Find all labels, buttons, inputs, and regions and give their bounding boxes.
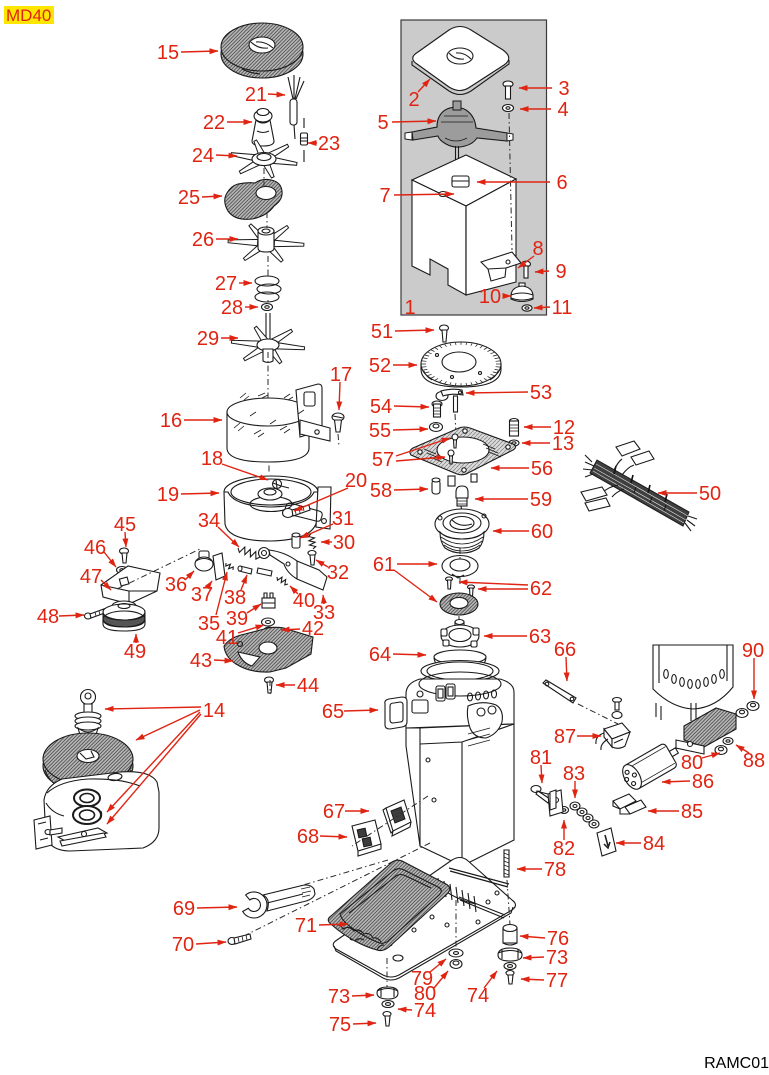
svg-text:19: 19 (157, 484, 179, 506)
svg-text:45: 45 (114, 514, 136, 536)
svg-text:MD40: MD40 (6, 6, 51, 25)
svg-text:46: 46 (84, 537, 106, 559)
svg-text:79: 79 (411, 968, 433, 990)
svg-text:57: 57 (372, 449, 394, 471)
svg-text:87: 87 (554, 726, 576, 748)
svg-text:84: 84 (643, 833, 665, 855)
svg-text:41: 41 (216, 627, 238, 649)
svg-text:14: 14 (203, 700, 225, 722)
svg-text:1: 1 (404, 297, 415, 319)
svg-text:30: 30 (333, 532, 355, 554)
svg-text:44: 44 (297, 675, 319, 697)
svg-text:21: 21 (245, 84, 267, 106)
svg-text:60: 60 (531, 521, 553, 543)
svg-text:37: 37 (191, 584, 213, 606)
svg-text:48: 48 (37, 606, 59, 628)
svg-text:47: 47 (80, 566, 102, 588)
svg-text:18: 18 (201, 448, 223, 470)
svg-text:32: 32 (327, 562, 349, 584)
svg-text:11: 11 (552, 297, 573, 319)
svg-text:26: 26 (192, 229, 214, 251)
svg-text:90: 90 (742, 640, 764, 662)
svg-text:55: 55 (369, 420, 391, 442)
svg-text:62: 62 (530, 578, 552, 600)
svg-text:74: 74 (467, 985, 489, 1007)
svg-text:77: 77 (546, 970, 568, 992)
svg-text:42: 42 (302, 618, 324, 640)
svg-text:85: 85 (681, 801, 703, 823)
svg-text:88: 88 (743, 750, 765, 772)
svg-text:82: 82 (553, 838, 575, 860)
svg-text:56: 56 (531, 458, 553, 480)
svg-text:49: 49 (124, 641, 146, 663)
svg-text:83: 83 (563, 763, 585, 785)
svg-text:22: 22 (203, 112, 225, 134)
svg-text:66: 66 (554, 639, 576, 661)
svg-text:40: 40 (293, 590, 315, 612)
svg-text:69: 69 (173, 898, 195, 920)
svg-text:65: 65 (322, 701, 344, 723)
svg-text:81: 81 (530, 747, 552, 769)
svg-text:73: 73 (546, 947, 568, 969)
svg-text:35: 35 (198, 613, 220, 635)
svg-text:70: 70 (172, 934, 194, 956)
svg-text:23: 23 (318, 133, 340, 155)
svg-text:24: 24 (192, 145, 214, 167)
svg-text:15: 15 (157, 42, 179, 64)
svg-text:10: 10 (479, 286, 501, 308)
svg-text:3: 3 (558, 78, 569, 100)
svg-text:52: 52 (369, 355, 391, 377)
svg-text:67: 67 (323, 801, 345, 823)
svg-text:29: 29 (197, 328, 219, 350)
svg-text:4: 4 (557, 99, 568, 121)
svg-text:16: 16 (160, 410, 182, 432)
svg-text:12: 12 (553, 417, 575, 439)
svg-text:RAMC01: RAMC01 (704, 1055, 769, 1072)
svg-text:7: 7 (379, 185, 390, 207)
svg-text:51: 51 (371, 321, 393, 343)
svg-text:50: 50 (699, 483, 721, 505)
svg-text:36: 36 (165, 574, 187, 596)
svg-text:31: 31 (332, 508, 354, 530)
svg-text:8: 8 (532, 238, 543, 260)
svg-text:80: 80 (681, 752, 703, 774)
svg-text:6: 6 (556, 172, 567, 194)
svg-text:73: 73 (328, 986, 350, 1008)
svg-text:39: 39 (226, 608, 248, 630)
svg-text:25: 25 (178, 187, 200, 209)
svg-text:17: 17 (330, 364, 352, 386)
svg-text:2: 2 (408, 89, 419, 111)
svg-text:75: 75 (329, 1014, 351, 1036)
svg-text:43: 43 (190, 650, 212, 672)
svg-text:33: 33 (313, 602, 335, 624)
svg-text:86: 86 (692, 771, 714, 793)
svg-text:38: 38 (224, 587, 246, 609)
svg-text:63: 63 (529, 626, 551, 648)
svg-text:20: 20 (345, 470, 367, 492)
svg-text:71: 71 (295, 915, 317, 937)
svg-text:80: 80 (414, 983, 436, 1005)
svg-text:64: 64 (369, 644, 391, 666)
svg-text:76: 76 (547, 928, 569, 950)
svg-text:28: 28 (221, 297, 243, 319)
svg-text:61: 61 (373, 554, 395, 576)
svg-text:9: 9 (555, 261, 566, 283)
svg-text:78: 78 (544, 859, 566, 881)
svg-text:68: 68 (297, 826, 319, 848)
svg-text:58: 58 (370, 480, 392, 502)
svg-text:13: 13 (552, 433, 574, 455)
svg-text:27: 27 (215, 273, 237, 295)
svg-text:74: 74 (414, 1000, 436, 1022)
svg-text:59: 59 (530, 489, 552, 511)
svg-text:54: 54 (370, 396, 392, 418)
svg-text:5: 5 (377, 112, 388, 134)
svg-text:53: 53 (530, 382, 552, 404)
svg-text:34: 34 (198, 510, 220, 532)
